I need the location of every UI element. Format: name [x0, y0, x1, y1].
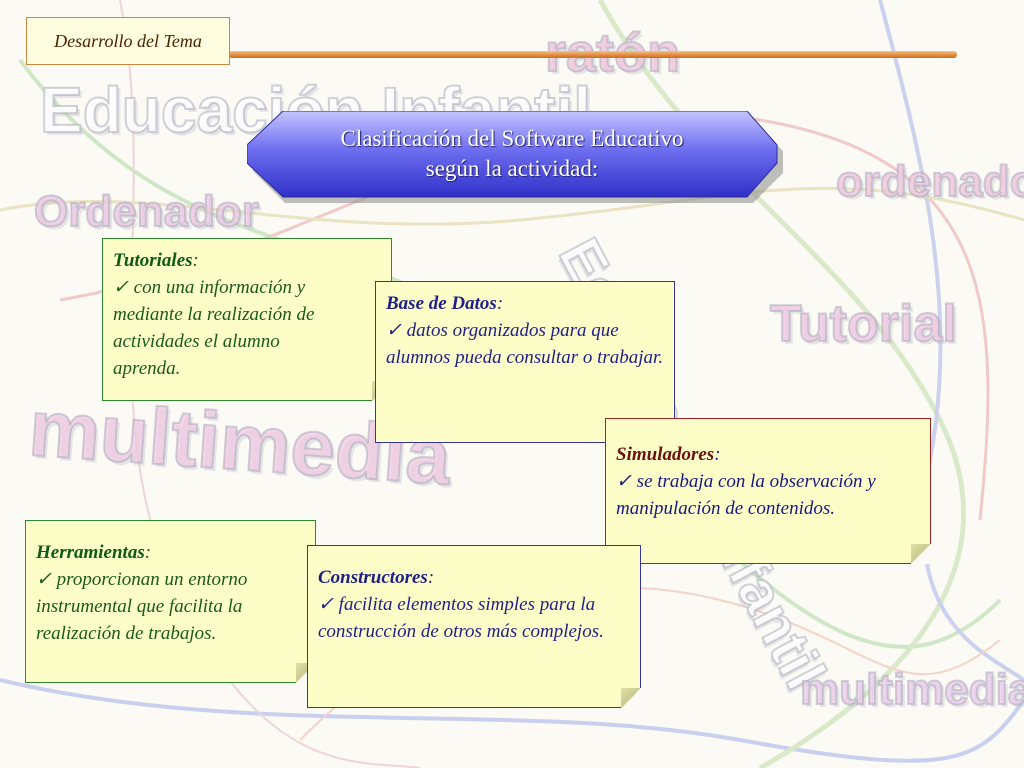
title-banner-shape [247, 111, 783, 203]
card-base-de-datos-colon: : [496, 293, 504, 314]
title-banner: Clasificación del Software Educativo seg… [247, 111, 783, 203]
card-herramientas-body: proporcionan un entorno instrumental que… [36, 569, 248, 644]
card-tutoriales-body: con una información y mediante la realiz… [113, 277, 315, 379]
watermark-ordenador-left: Ordenador [33, 187, 260, 236]
page-curl-icon [621, 688, 641, 708]
card-simuladores-colon: : [714, 444, 721, 465]
card-base-de-datos: Base de Datos: ✓ datos organizados para … [375, 281, 675, 443]
card-constructores-colon: : [427, 567, 435, 588]
checkmark-icon: ✓ [386, 320, 402, 341]
card-constructores-body: facilita elementos simples para la const… [318, 594, 604, 642]
header-rule [229, 51, 957, 58]
watermark-multimedia-small: multimedia [799, 665, 1024, 714]
card-tutoriales-title: Tutoriales [113, 250, 193, 271]
checkmark-icon: ✓ [36, 569, 52, 590]
card-simuladores: Simuladores: ✓ se trabaja con la observa… [605, 418, 931, 564]
checkmark-icon: ✓ [113, 277, 129, 298]
card-base-de-datos-body: datos organizados para que alumnos pueda… [386, 320, 664, 368]
card-herramientas-colon: : [144, 542, 152, 563]
card-herramientas: Herramientas: ✓ proporcionan un entorno … [25, 520, 316, 683]
page-curl-icon [911, 544, 931, 564]
card-tutoriales-colon: : [192, 250, 199, 271]
card-herramientas-title: Herramientas [36, 542, 145, 563]
checkmark-icon: ✓ [616, 471, 632, 492]
watermark-ordenador-right: ordenador [835, 157, 1024, 206]
title-line-1: Clasificación del Software Educativo [340, 126, 684, 151]
card-simuladores-body: se trabaja con la observación y manipula… [616, 471, 876, 519]
card-base-de-datos-title: Base de Datos [386, 293, 497, 314]
checkmark-icon: ✓ [318, 594, 334, 615]
watermark-tutorial: Tutorial [769, 295, 958, 353]
card-simuladores-title: Simuladores [616, 444, 715, 465]
card-tutoriales: Tutoriales: ✓ con una información y medi… [102, 238, 392, 401]
section-label: Desarrollo del Tema [26, 17, 230, 65]
card-constructores-title: Constructores [318, 567, 428, 588]
title-line-2: según la actividad: [425, 156, 599, 181]
card-constructores: Constructores: ✓ facilita elementos simp… [307, 545, 641, 708]
